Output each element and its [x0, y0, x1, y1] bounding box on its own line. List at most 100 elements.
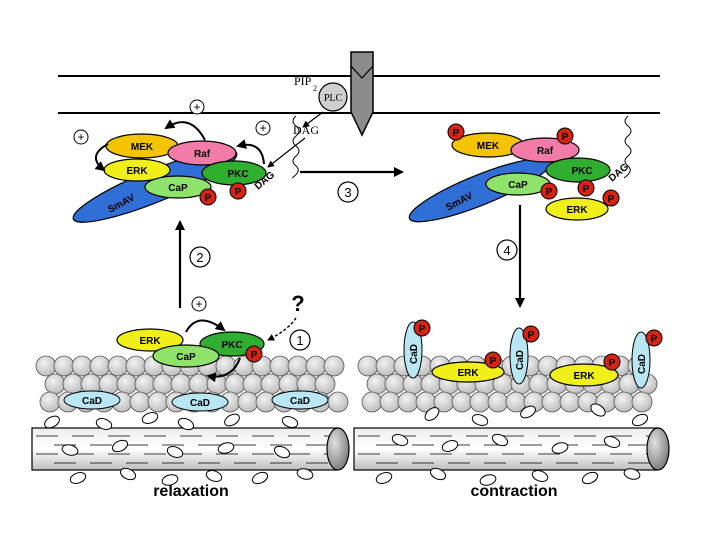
- svg-text:+: +: [259, 121, 266, 135]
- cad-left-1: CaD: [63, 390, 121, 410]
- raf-protein: [167, 140, 237, 166]
- myosin-head: [631, 413, 649, 427]
- cad-upright: CaD: [509, 327, 529, 385]
- myosin-head: [273, 445, 291, 459]
- phospho-badge: P: [484, 351, 502, 369]
- actin-monomer: [323, 355, 345, 377]
- phospho-badge: P: [603, 353, 621, 371]
- cap-protein: [152, 344, 220, 368]
- phospho-badge: P: [245, 345, 263, 363]
- phospho-badge: P: [645, 329, 663, 347]
- actin-monomer: [528, 373, 550, 395]
- myosin-head: [44, 415, 60, 429]
- pkc-label: PKC: [227, 169, 248, 180]
- svg-text:CaD: CaD: [82, 396, 102, 407]
- cad-left-2: CaD: [171, 392, 229, 412]
- phospho-badge: P: [577, 179, 595, 197]
- actin-monomer: [170, 373, 192, 395]
- actin-monomer: [107, 355, 129, 377]
- step-4-arrow: 4: [496, 205, 525, 308]
- actin-monomer: [260, 373, 282, 395]
- erk-label: ERK: [566, 205, 588, 216]
- actin-monomer: [237, 391, 259, 413]
- myosin-head: [441, 440, 459, 452]
- mek-label: MEK: [131, 142, 154, 153]
- myosin-head: [603, 436, 621, 448]
- myosin-head: [479, 474, 497, 486]
- svg-text:CaD: CaD: [637, 354, 648, 374]
- activation-arrow-raf-mek: [164, 119, 206, 141]
- plc-label: PLC: [324, 93, 343, 104]
- svg-text:P: P: [608, 194, 615, 205]
- receptor: [350, 51, 374, 137]
- plus-sign: +: [189, 99, 205, 115]
- dag-lipid-tail-left: [291, 115, 300, 179]
- phospho-badge: P: [199, 188, 217, 206]
- actin-monomer: [224, 373, 246, 395]
- actin-monomer: [116, 373, 138, 395]
- actin-monomer: [242, 373, 264, 395]
- cad-left-3: CaD: [271, 390, 329, 410]
- unknown-signal-label: ?: [291, 291, 304, 316]
- actin-monomer: [631, 391, 653, 413]
- myosin-head: [391, 434, 409, 446]
- actin-monomer: [469, 391, 491, 413]
- myosin-head: [581, 471, 599, 485]
- pkc-label: PKC: [571, 166, 592, 177]
- myosin-head: [281, 416, 299, 428]
- plc-to-dag-arrow: [302, 111, 324, 128]
- step-2-label: 2: [196, 250, 203, 265]
- svg-text:P: P: [528, 330, 535, 341]
- actin-monomer: [39, 391, 61, 413]
- caption-contraction: contraction: [470, 483, 557, 500]
- actin-monomer: [559, 391, 581, 413]
- actin-monomer: [125, 355, 147, 377]
- phospho-badge: P: [522, 325, 540, 343]
- step-2-arrow: 2: [175, 220, 211, 308]
- erk-label: ERK: [573, 371, 595, 382]
- cap-label: CaP: [508, 180, 528, 191]
- actin-monomer: [147, 391, 169, 413]
- myosin-head: [69, 472, 87, 484]
- svg-text:P: P: [609, 358, 616, 369]
- phospho-badge: P: [556, 127, 574, 145]
- actin-monomer: [361, 391, 383, 413]
- myosin-filament-right: [353, 403, 670, 486]
- actin-monomer: [397, 391, 419, 413]
- plus-sign: +: [73, 129, 89, 145]
- plus-sign: +: [255, 120, 271, 136]
- pip2-label: PIP: [294, 74, 312, 88]
- actin-monomer: [314, 373, 336, 395]
- actin-monomer: [62, 373, 84, 395]
- myosin-head: [161, 474, 179, 486]
- actin-monomer: [129, 391, 151, 413]
- svg-text:+: +: [193, 100, 200, 114]
- svg-text:CaD: CaD: [190, 398, 210, 409]
- complex-top-right: SmAV DAG MEK Raf PKC CaP ERK P P P P: [408, 123, 631, 223]
- phospho-badge: P: [602, 189, 620, 207]
- pip2-subscript: 2: [313, 84, 317, 93]
- svg-text:P: P: [583, 184, 590, 195]
- actin-monomer: [305, 355, 327, 377]
- myosin-filament-left: [31, 412, 350, 486]
- svg-text:CaD: CaD: [290, 396, 310, 407]
- cad-upright: CaD: [403, 321, 423, 379]
- phospho-badge: P: [229, 182, 247, 200]
- pkc-label: PKC: [221, 340, 242, 351]
- phospho-badge: P: [540, 182, 558, 200]
- plus-sign: +: [191, 296, 207, 312]
- actin-monomer: [152, 373, 174, 395]
- plc-enzyme: PLC PIP 2 DAG: [267, 74, 348, 168]
- myosin-head: [520, 405, 536, 419]
- erk-label: ERK: [139, 336, 161, 347]
- myosin-head: [551, 442, 569, 454]
- phospho-badge: P: [447, 123, 465, 141]
- actin-monomer: [613, 391, 635, 413]
- svg-text:P: P: [419, 324, 426, 335]
- cad-upright: CaD: [631, 331, 651, 389]
- dag-lipid-tail-right: [623, 115, 632, 179]
- erk-protein: [549, 363, 619, 387]
- actin-monomer: [375, 355, 397, 377]
- dag-to-pkc-arrow: [267, 137, 306, 168]
- unknown-signal-arrow: [267, 317, 297, 341]
